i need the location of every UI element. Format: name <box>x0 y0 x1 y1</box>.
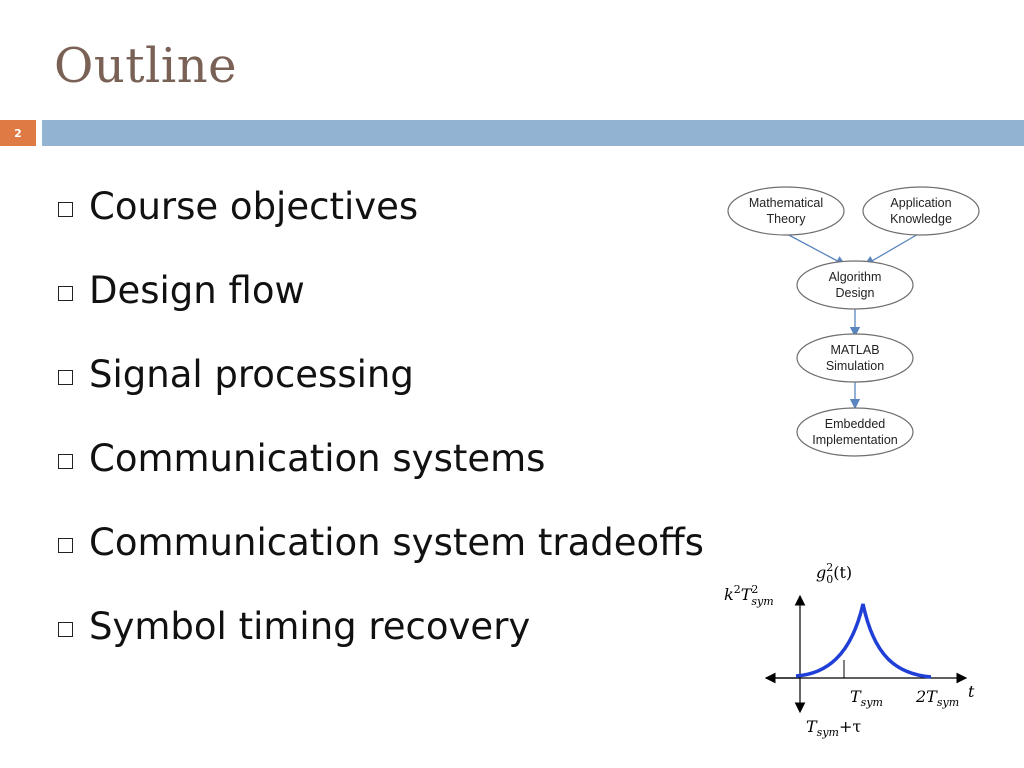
bullet-text: Symbol timing recovery <box>89 604 531 648</box>
tsym-plus-tau-label: Tsym+τ <box>806 717 861 739</box>
bullet-list: Course objectives Design flow Signal pro… <box>58 164 704 668</box>
flow-node: Mathematical Theory <box>727 186 845 236</box>
arrow-knowledge-to-algorithm <box>863 232 921 266</box>
bullet-item: Signal processing <box>58 332 704 416</box>
node-label: Knowledge <box>890 212 952 226</box>
flow-node: Algorithm Design <box>796 260 914 310</box>
square-bullet-icon <box>58 621 73 637</box>
node-label: Design <box>836 286 875 300</box>
bullet-text: Course objectives <box>89 184 419 228</box>
bullet-item: Communication systems <box>58 416 704 500</box>
node-label: Simulation <box>826 359 884 373</box>
bullet-item: Design flow <box>58 248 704 332</box>
pulse-curve <box>795 603 932 679</box>
bullet-text: Communication systems <box>89 436 546 480</box>
node-label: Mathematical <box>749 196 823 210</box>
node-label: Embedded <box>825 417 886 431</box>
square-bullet-icon <box>58 201 73 217</box>
node-label: Theory <box>767 212 807 226</box>
square-bullet-icon <box>58 285 73 301</box>
flow-node: Embedded Implementation <box>796 407 914 457</box>
flow-node: Application Knowledge <box>862 186 980 236</box>
bullet-item: Course objectives <box>58 164 704 248</box>
header-accent-bar <box>42 120 1024 146</box>
bullet-text: Signal processing <box>89 352 414 396</box>
arrow-theory-to-algorithm <box>784 232 847 266</box>
square-bullet-icon <box>58 369 73 385</box>
bullet-text: Design flow <box>89 268 305 312</box>
node-label: MATLAB <box>830 343 879 357</box>
flow-node: MATLAB Simulation <box>796 333 914 383</box>
square-bullet-icon <box>58 537 73 553</box>
x-axis-label: t <box>968 682 975 701</box>
node-label: Implementation <box>812 433 898 447</box>
page-number-badge: 2 <box>0 120 36 146</box>
tsym-tick-label: Tsym <box>850 687 883 709</box>
square-bullet-icon <box>58 453 73 469</box>
bullet-item: Symbol timing recovery <box>58 584 704 668</box>
bullet-item: Communication system tradeoffs <box>58 500 704 584</box>
slide-title: Outline <box>54 38 238 94</box>
flow-arrows <box>784 232 921 410</box>
design-flow-diagram: Mathematical Theory Application Knowledg… <box>727 186 980 457</box>
bullet-text: Communication system tradeoffs <box>89 520 704 564</box>
node-label: Algorithm <box>829 270 882 284</box>
2tsym-tick-label: 2Tsym <box>915 687 959 709</box>
node-label: Application <box>890 196 951 210</box>
